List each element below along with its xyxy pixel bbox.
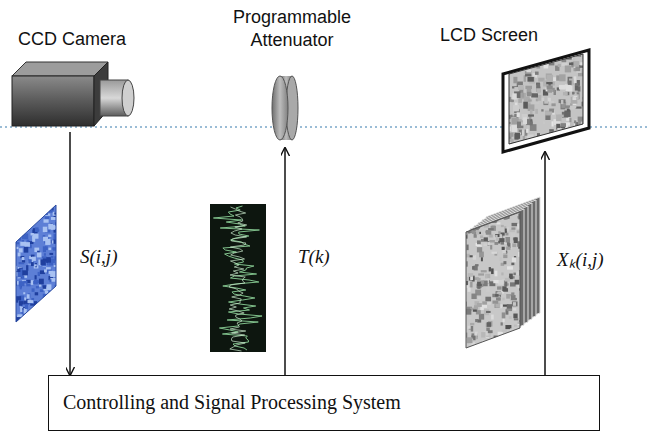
signal-arrow — [69, 132, 71, 375]
lcd-screen: LCD Screen — [432, 24, 602, 152]
lcd-screen-icon — [503, 50, 593, 152]
signal-label: S(i,j) — [78, 246, 119, 268]
pattern-stack — [464, 197, 540, 355]
control-system-box: Controlling and Signal Processing System — [48, 375, 600, 431]
node-label: CCD Camera — [18, 28, 145, 51]
programmable-attenuator: Programmable Attenuator — [225, 6, 359, 148]
attenuator-icon — [272, 76, 298, 140]
node-label: Programmable Attenuator — [233, 6, 351, 51]
ccd-camera: CCD Camera — [5, 28, 145, 132]
signal-arrow — [544, 152, 546, 375]
node-label: Controlling and Signal Processing System — [63, 390, 585, 415]
attenuation-signal — [210, 204, 266, 352]
signal-label: T(k) — [296, 246, 332, 268]
node-label: LCD Screen — [440, 24, 602, 47]
signal-arrow — [284, 148, 286, 375]
captured-image — [14, 203, 63, 329]
camera-icon — [12, 62, 134, 126]
signal-label: Xₖ(i,j) — [555, 246, 606, 272]
